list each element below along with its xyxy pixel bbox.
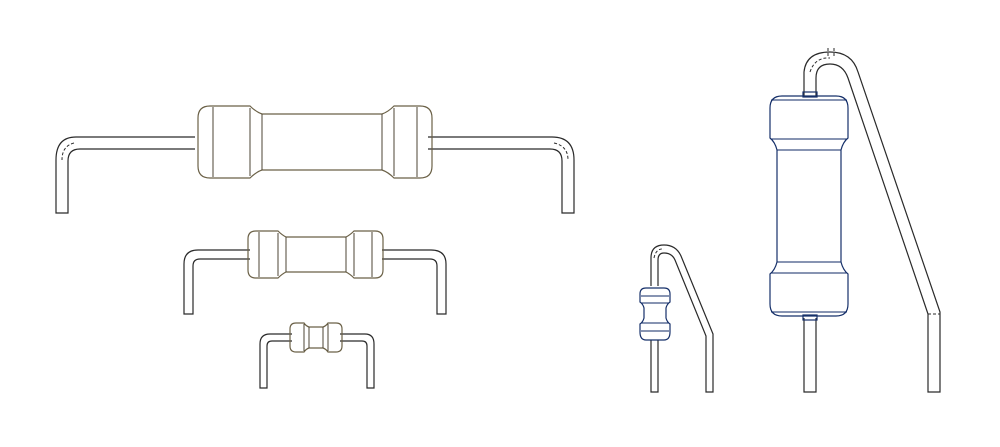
small-beige-resistor [259, 322, 375, 389]
right-lead [340, 333, 375, 389]
bottom-lead [803, 318, 817, 393]
bent-lead [650, 244, 714, 393]
large-blue-resistor [769, 48, 941, 393]
bottom-lead [650, 340, 659, 393]
resistor-body [289, 322, 343, 353]
medium-beige-resistor [183, 230, 447, 315]
left-lead [183, 249, 250, 315]
resistor-body [639, 287, 671, 341]
left-lead [55, 136, 195, 214]
right-lead [428, 136, 575, 214]
bent-lead [803, 48, 941, 393]
left-lead [259, 333, 292, 389]
resistor-body [247, 230, 384, 279]
large-beige-resistor [55, 105, 575, 214]
right-lead [382, 249, 447, 315]
resistor-body [769, 91, 849, 321]
resistor-body [197, 105, 433, 179]
small-blue-resistor [639, 244, 714, 393]
